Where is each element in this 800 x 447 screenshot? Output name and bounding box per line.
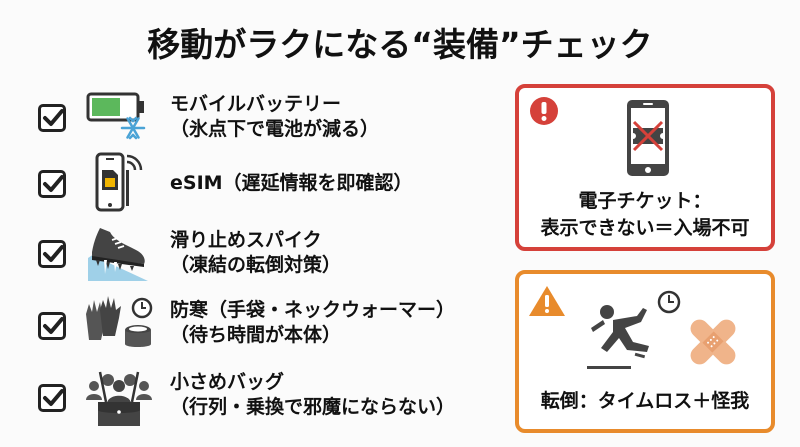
bag-crowd-icon (84, 368, 152, 426)
checklist-item-esim: eSIM（遅延情報を即確認） (28, 152, 498, 214)
warning-triangle-icon (529, 286, 565, 316)
battery-snowflake-icon (84, 90, 148, 146)
checklist-item-spikes: 滑り止めスパイク （凍結の転倒対策） (28, 224, 498, 284)
phone-ticket-crossed-icon (627, 100, 669, 176)
item-note: （行列・乗換で邪魔にならない） (170, 396, 456, 418)
item-title: 防寒（手袋・ネックウォーマー） (170, 299, 456, 321)
person-slipping-bandage-clock-icon (587, 290, 736, 369)
checkbox-checked[interactable] (38, 170, 66, 198)
item-note: （待ち時間が本体） (170, 324, 342, 346)
smartphone-sim-signal-icon (84, 152, 148, 212)
warning-text-line1: 転倒：タイムロス＋怪我 (540, 390, 750, 412)
warning-card-eticket: 電子チケット： 表示できない＝入場不可 (515, 84, 775, 251)
warning-text-line2: 表示できない＝入場不可 (540, 217, 750, 239)
checklist-item-text: 小さめバッグ （行列・乗換で邪魔にならない） (170, 370, 455, 420)
warning-text-line1: 電子チケット： (578, 190, 712, 212)
checklist-item-text: モバイルバッテリー （氷点下で電池が減る） (170, 92, 379, 142)
item-title: eSIM（遅延情報を即確認） (170, 172, 413, 194)
checklist-item-small-bag: 小さめバッグ （行列・乗換で邪魔にならない） (28, 366, 498, 426)
checkbox-checked[interactable] (38, 312, 66, 340)
item-note: （氷点下で電池が減る） (170, 118, 380, 140)
checkbox-checked[interactable] (38, 384, 66, 412)
gloves-neckwarmer-clock-icon (84, 296, 153, 352)
warning-card-fall: 転倒：タイムロス＋怪我 (515, 270, 775, 433)
item-title: モバイルバッテリー (170, 93, 342, 115)
checklist-item-text: 防寒（手袋・ネックウォーマー） （待ち時間が本体） (170, 298, 455, 348)
checkbox-checked[interactable] (38, 240, 66, 268)
item-title: 滑り止めスパイク (170, 229, 322, 251)
checklist-item-mobile-battery: モバイルバッテリー （氷点下で電池が減る） (28, 88, 498, 148)
item-note: （凍結の転倒対策） (170, 254, 342, 276)
checklist-item-text: 滑り止めスパイク （凍結の転倒対策） (170, 228, 341, 278)
page-title: 移動がラクになる“装備”チェック (147, 25, 653, 64)
checkbox-checked[interactable] (38, 104, 66, 132)
checklist-item-text: eSIM（遅延情報を即確認） (170, 171, 413, 196)
exclamation-circle-icon (530, 97, 558, 125)
checklist-item-cold-protection: 防寒（手袋・ネックウォーマー） （待ち時間が本体） (28, 294, 498, 354)
item-title: 小さめバッグ (170, 371, 285, 393)
spiked-shoe-ice-icon (84, 226, 148, 282)
